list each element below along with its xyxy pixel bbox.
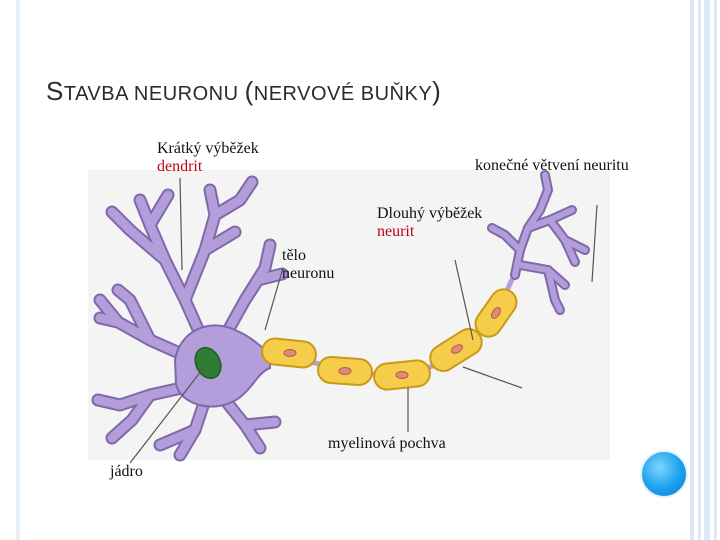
left-border-decoration [16, 0, 20, 540]
label-cell-body: tělo neuronu [282, 247, 334, 283]
decorative-blue-circle [640, 450, 688, 498]
label-long-process-text: Dlouhý výběžek [377, 205, 483, 222]
label-myelin-sheath: myelinová pochva [328, 435, 446, 452]
pointer-lines [129, 177, 598, 464]
terminal-branches [487, 170, 590, 315]
label-cell-body-line1: tělo [282, 247, 306, 264]
right-border-decoration [690, 0, 720, 540]
label-neurite: neurit [377, 223, 415, 240]
cell-body [173, 324, 271, 408]
label-dendrite: dendrit [157, 158, 203, 175]
label-long-process: Dlouhý výběžek neurit [377, 205, 482, 241]
label-terminal-branches: konečné větvení neuritu [475, 157, 629, 174]
schwann-nuclei [283, 307, 501, 379]
dendrites [91, 175, 289, 462]
slide-title: STAVBA NEURONU (NERVOVÉ BUŇKY) [46, 76, 442, 106]
myelin-sheath [261, 288, 518, 391]
diagram-background [88, 170, 610, 460]
label-short-process-text: Krátký výběžek [157, 140, 259, 157]
label-cell-body-line2: neuronu [282, 265, 335, 282]
label-nucleus: jádro [110, 463, 143, 480]
label-short-process: Krátký výběžek dendrit [157, 140, 259, 176]
